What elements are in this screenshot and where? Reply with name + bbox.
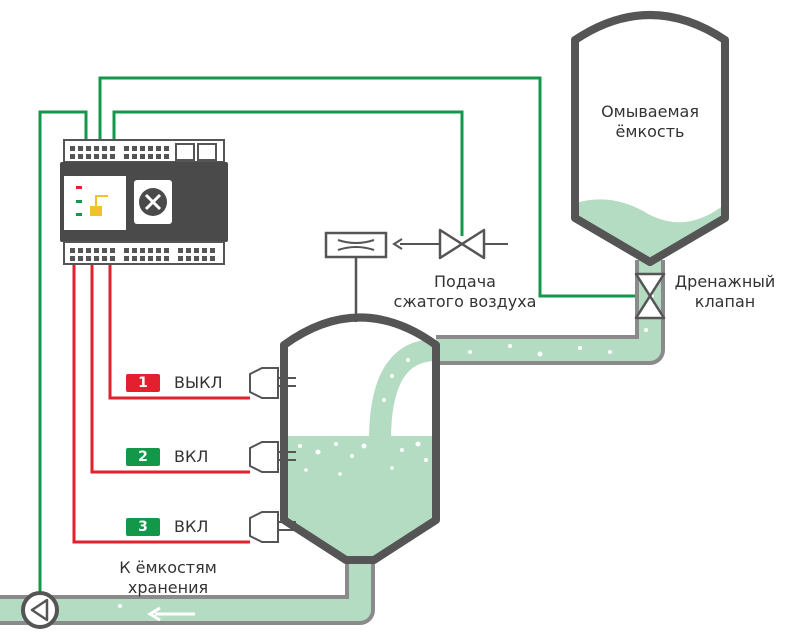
sensor-3-badge: 3 [126, 518, 160, 536]
sensor-2-badge: 2 [126, 448, 160, 466]
main-vessel [280, 313, 440, 564]
storage-label: К ёмкостям хранения [119, 558, 217, 597]
sensor-3-state: ВКЛ [174, 517, 209, 536]
level-sensor-3 [249, 511, 296, 543]
bottom-pipe-liquid [0, 556, 371, 621]
flow-arrow [147, 606, 195, 622]
air-valve [438, 228, 486, 260]
sensor-2-wire [90, 264, 250, 474]
drain-valve-label: Дренажный клапан [674, 272, 776, 311]
air-supply-line [324, 228, 508, 322]
sensor-3-wire [72, 264, 250, 544]
air-supply-label: Подача сжатого воздуха [393, 272, 537, 311]
signal-wires-green [38, 76, 645, 600]
drain-control-wire [98, 76, 645, 298]
wash-tank-label: Омываемая ёмкость [601, 102, 699, 141]
level-sensor-1 [249, 367, 296, 399]
air-valve-control-wire [112, 110, 464, 236]
signal-wires-red [72, 264, 250, 544]
return-stream [369, 339, 436, 441]
sensor-1-badge: 1 [126, 374, 160, 392]
pump [21, 591, 59, 629]
sensor-1-state: ВЫКЛ [174, 373, 223, 392]
level-sensor-2 [249, 441, 296, 473]
sensor-2-state: ВКЛ [174, 447, 209, 466]
wash-tank [571, 11, 729, 266]
air-regulator [324, 231, 388, 259]
sensor-1-wire [108, 264, 250, 400]
drain-valve [634, 272, 666, 320]
bubbles [298, 358, 428, 476]
controller [60, 139, 228, 265]
pump-control-wire [38, 110, 88, 600]
main-vessel-liquid [284, 436, 436, 560]
